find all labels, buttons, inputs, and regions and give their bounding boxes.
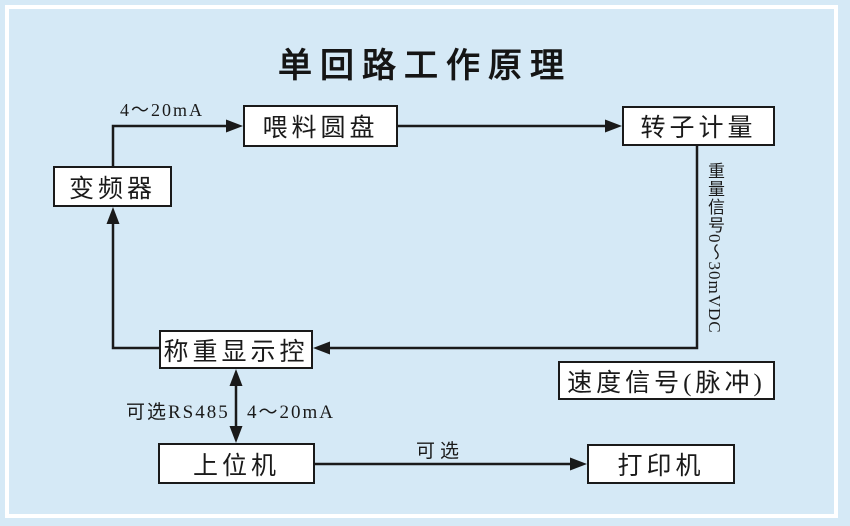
node-host-computer: 上位机 xyxy=(158,443,315,484)
edge-label-4-20ma-top: 4～20mA xyxy=(120,100,204,120)
arrowhead-right-icon xyxy=(226,119,243,133)
connector-rotor-to-weighing-display xyxy=(313,146,699,355)
arrowhead-right-icon xyxy=(570,457,587,471)
node-feeding-disc: 喂料圆盘 xyxy=(243,105,398,147)
arrowhead-down-icon xyxy=(229,426,243,443)
node-rotor-metering: 转子计量 xyxy=(622,106,775,146)
edge-label-optional: 可选 xyxy=(416,441,465,462)
connector-feeding-disc-to-rotor xyxy=(398,119,622,133)
edge-label-optional-rs485: 可选RS485 xyxy=(126,402,230,423)
arrowhead-right-icon xyxy=(605,119,622,133)
arrowhead-left-icon xyxy=(313,341,330,355)
connector-host-to-printer xyxy=(315,457,587,471)
node-inverter: 变频器 xyxy=(53,166,172,207)
node-printer: 打印机 xyxy=(587,444,735,484)
node-weighing-display-controller: 称重显示控 xyxy=(159,330,313,369)
arrowhead-up-icon xyxy=(229,369,243,386)
connector-weighing-display-to-inverter xyxy=(106,207,159,350)
arrowhead-up-icon xyxy=(106,207,120,224)
connector-inverter-to-feeding-disc xyxy=(111,119,243,166)
node-speed-signal-pulse: 速度信号(脉冲) xyxy=(558,361,775,400)
edge-label-weight-signal-vertical: 重量信号0～30mVDC xyxy=(705,162,724,334)
edge-label-4-20ma-middle: 4～20mA xyxy=(247,402,336,423)
diagram-title: 单回路工作原理 xyxy=(278,47,572,85)
connector-weighing-display-host-bidirectional xyxy=(229,369,243,443)
